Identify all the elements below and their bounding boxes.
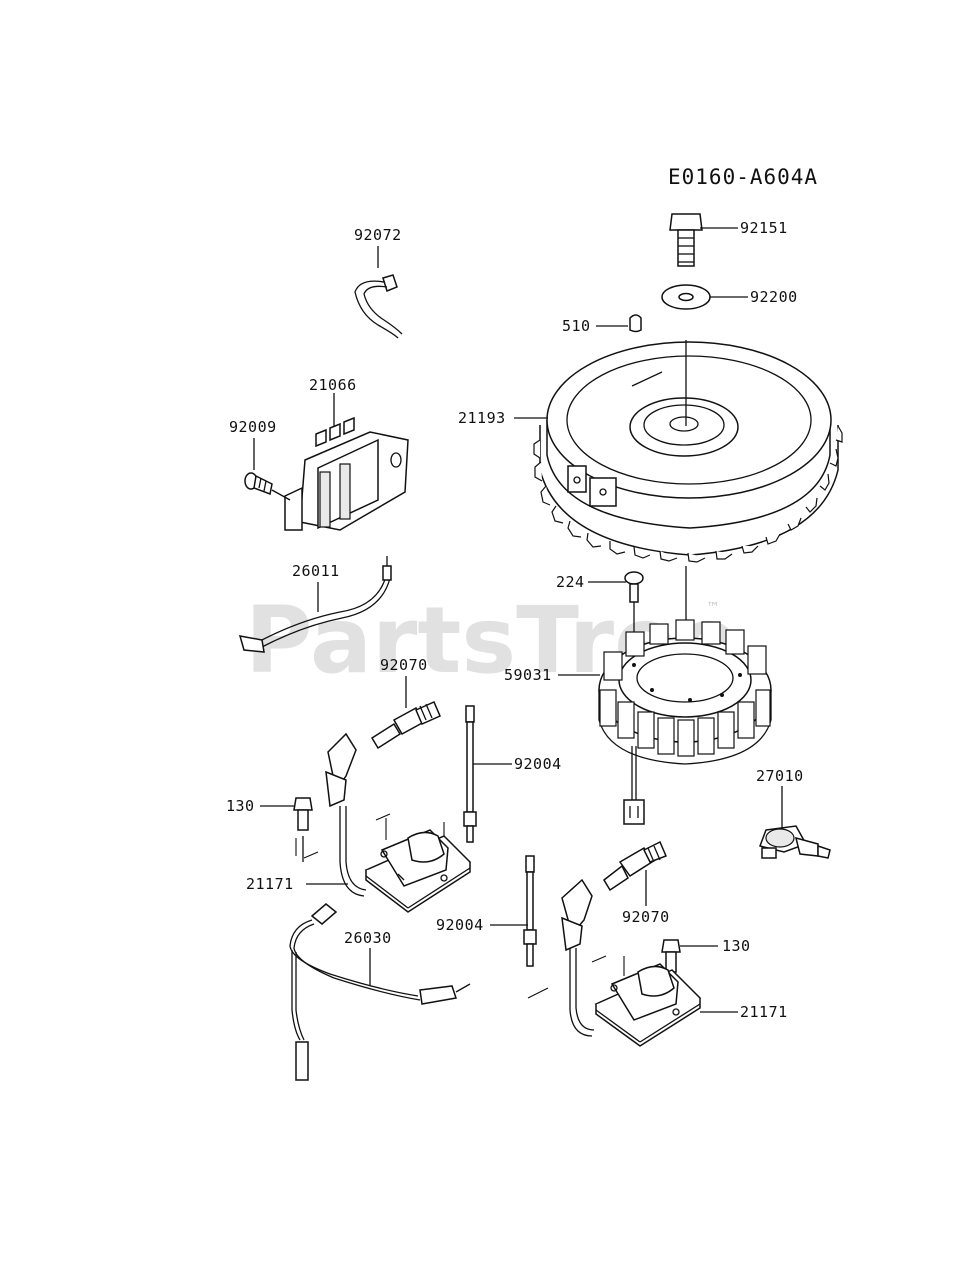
part-bolt-130-right[interactable] [661, 939, 681, 973]
callout-130-right[interactable]: 130 [722, 937, 751, 955]
callout-92004-left[interactable]: 92004 [514, 755, 562, 773]
callout-26030[interactable]: 26030 [344, 929, 392, 947]
part-clamp-92072[interactable] [354, 274, 403, 339]
callout-92072[interactable]: 92072 [354, 226, 402, 244]
callout-21171-right[interactable]: 21171 [740, 1003, 788, 1021]
part-wire-26011[interactable] [238, 556, 392, 653]
screw-axis-line [271, 489, 291, 501]
callout-59031[interactable]: 59031 [504, 666, 552, 684]
part-sparkplug-92070-left[interactable] [370, 701, 441, 750]
callout-224[interactable]: 224 [556, 573, 585, 591]
part-regulator-21066[interactable] [284, 416, 409, 531]
part-wire-26030[interactable] [289, 903, 471, 1081]
diagram-code: E0160-A604A [668, 165, 818, 189]
part-washer-92200[interactable] [661, 284, 711, 310]
part-switch-27010[interactable] [759, 825, 831, 859]
callout-92070-right[interactable]: 92070 [622, 908, 670, 926]
callout-21066[interactable]: 21066 [309, 376, 357, 394]
callout-21171-left[interactable]: 21171 [246, 875, 294, 893]
callout-92009[interactable]: 92009 [229, 418, 277, 436]
part-stud-92004-left[interactable] [463, 705, 477, 843]
callout-27010[interactable]: 27010 [756, 767, 804, 785]
part-key-510[interactable] [629, 314, 642, 333]
part-bolt-92151[interactable] [669, 213, 703, 267]
mounting-guide-lines [295, 813, 625, 999]
part-screw-224[interactable] [624, 571, 644, 603]
part-flywheel-21193[interactable] [533, 341, 843, 563]
part-stud-92004-right[interactable] [523, 855, 537, 967]
part-screw-92009[interactable] [244, 472, 273, 496]
callout-26011[interactable]: 26011 [292, 562, 340, 580]
trademark-symbol: ™ [706, 600, 720, 616]
callout-92151[interactable]: 92151 [740, 219, 788, 237]
callout-21193[interactable]: 21193 [458, 409, 506, 427]
part-ignitioncoil-21171-left[interactable] [325, 732, 472, 913]
part-stator-59031[interactable] [598, 619, 772, 825]
part-sparkplug-92070-right[interactable] [603, 840, 667, 892]
callout-510[interactable]: 510 [562, 317, 591, 335]
callout-92004-right[interactable]: 92004 [436, 916, 484, 934]
part-bolt-130-left[interactable] [293, 797, 313, 831]
part-ignitioncoil-21171-right[interactable] [561, 878, 702, 1047]
callout-92200[interactable]: 92200 [750, 288, 798, 306]
callout-130-left[interactable]: 130 [226, 797, 255, 815]
callout-92070-left[interactable]: 92070 [380, 656, 428, 674]
